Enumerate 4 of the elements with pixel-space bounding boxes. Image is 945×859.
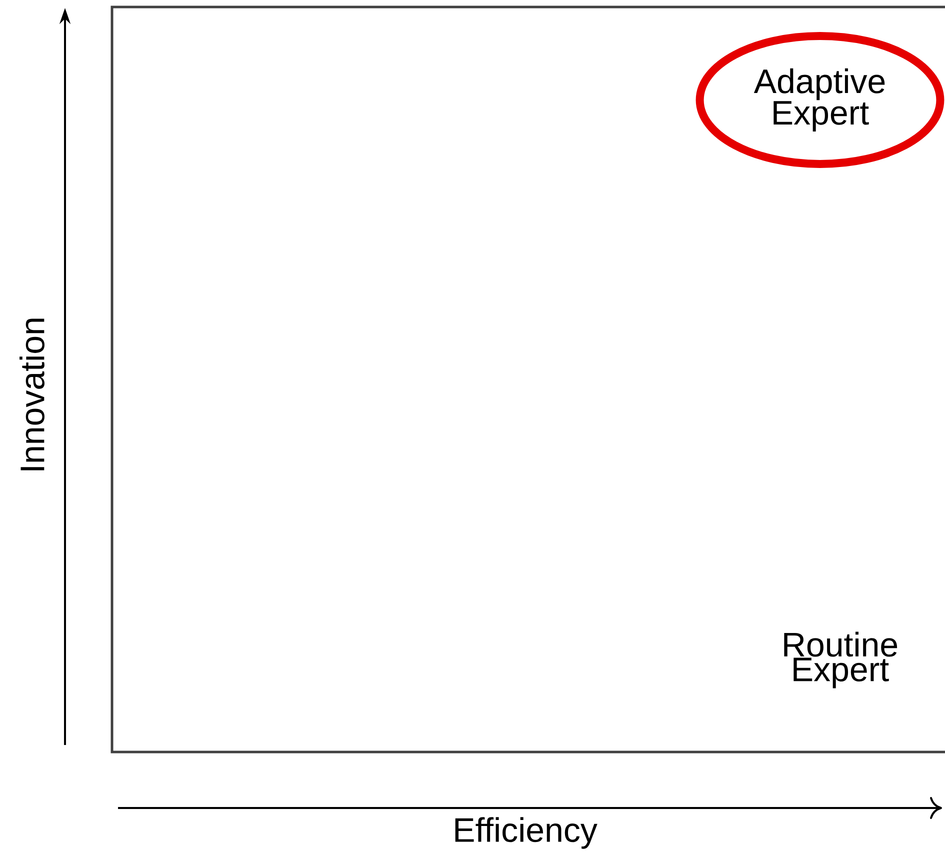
- quadrant-label: Routine Expert: [784, 632, 898, 688]
- axis-label: Innovation: [20, 318, 44, 470]
- axis-label: Efficiency: [455, 817, 598, 849]
- circled-label: Adaptive Expert: [696, 32, 944, 168]
